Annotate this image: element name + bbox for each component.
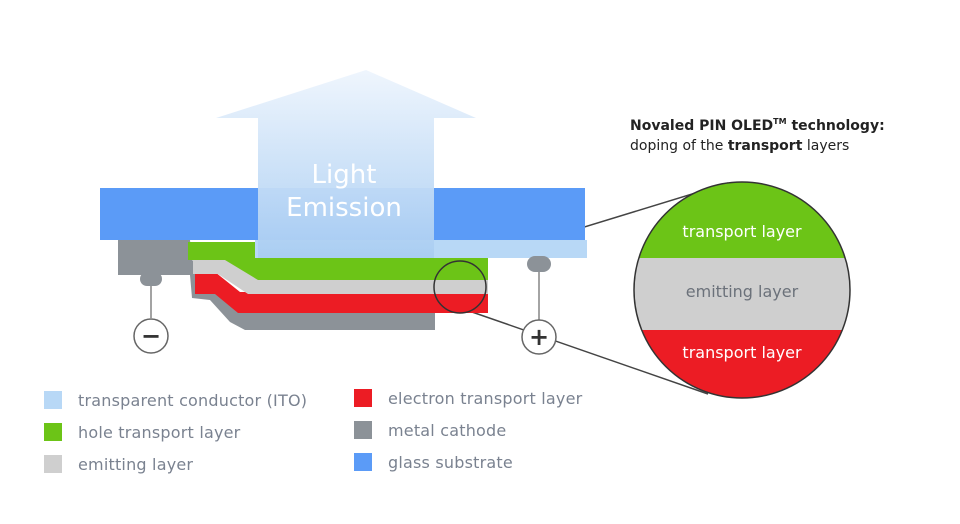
zoom-bottom-label: transport layer bbox=[682, 343, 802, 362]
cathode-contact bbox=[140, 272, 162, 286]
legend-swatch-ito bbox=[44, 391, 62, 409]
positive-terminal-symbol: + bbox=[529, 323, 549, 351]
legend-swatch-hole-transport bbox=[44, 423, 62, 441]
legend-item-ito: transparent conductor (ITO) bbox=[44, 388, 307, 412]
zoom-source-circle bbox=[433, 260, 487, 314]
anode-contact bbox=[527, 256, 551, 272]
zoom-top-label: transport layer bbox=[682, 222, 802, 241]
headline-subtitle-end: layers bbox=[802, 138, 850, 154]
legend-swatch-emitting bbox=[44, 455, 62, 473]
headline-title-main: Novaled PIN OLED bbox=[630, 118, 774, 134]
headline-subtitle: doping of the transport layers bbox=[630, 136, 885, 156]
emitting-layer bbox=[193, 258, 488, 294]
zoom-circle-outline bbox=[633, 181, 851, 399]
negative-terminal-symbol: − bbox=[141, 322, 161, 350]
zoom-connector-bottom bbox=[471, 311, 709, 395]
legend-label-metal-cathode: metal cathode bbox=[388, 420, 507, 440]
legend-swatch-glass-substrate bbox=[354, 453, 372, 471]
legend-label-electron-transport: electron transport layer bbox=[388, 388, 583, 408]
headline-subtitle-start: doping of the bbox=[630, 138, 728, 154]
headline-subtitle-bold: transport bbox=[727, 138, 803, 154]
legend-label-emitting: emitting layer bbox=[78, 454, 194, 474]
headline-trademark: TM bbox=[773, 117, 787, 126]
headline-title-suffix: technology: bbox=[786, 118, 885, 134]
zoom-emitting-layer bbox=[634, 258, 850, 330]
negative-terminal bbox=[133, 318, 169, 354]
zoom-transport-layer-top bbox=[634, 182, 850, 258]
legend-item-metal-cathode: metal cathode bbox=[354, 418, 506, 442]
positive-terminal bbox=[521, 319, 557, 355]
legend-item-electron-transport: electron transport layer bbox=[354, 386, 582, 410]
legend-label-glass-substrate: glass substrate bbox=[388, 452, 513, 472]
legend-item-hole-transport: hole transport layer bbox=[44, 420, 240, 444]
legend-swatch-metal-cathode bbox=[354, 421, 372, 439]
legend-item-glass-substrate: glass substrate bbox=[354, 450, 513, 474]
legend-swatch-electron-transport bbox=[354, 389, 372, 407]
legend-label-hole-transport: hole transport layer bbox=[78, 422, 241, 442]
headline-title: Novaled PIN OLEDTM technology: bbox=[630, 112, 885, 136]
legend-item-emitting: emitting layer bbox=[44, 452, 193, 476]
legend-label-ito: transparent conductor (ITO) bbox=[78, 390, 308, 410]
light-emission-text-line2: Emission bbox=[286, 193, 402, 223]
legend: transparent conductor (ITO) hole transpo… bbox=[44, 386, 644, 486]
diagram-headline: Novaled PIN OLEDTM technology: doping of… bbox=[630, 112, 885, 156]
light-emission-text-line1: Light bbox=[312, 160, 377, 190]
light-emission-arrow bbox=[216, 70, 476, 258]
zoom-middle-label: emitting layer bbox=[686, 282, 799, 301]
